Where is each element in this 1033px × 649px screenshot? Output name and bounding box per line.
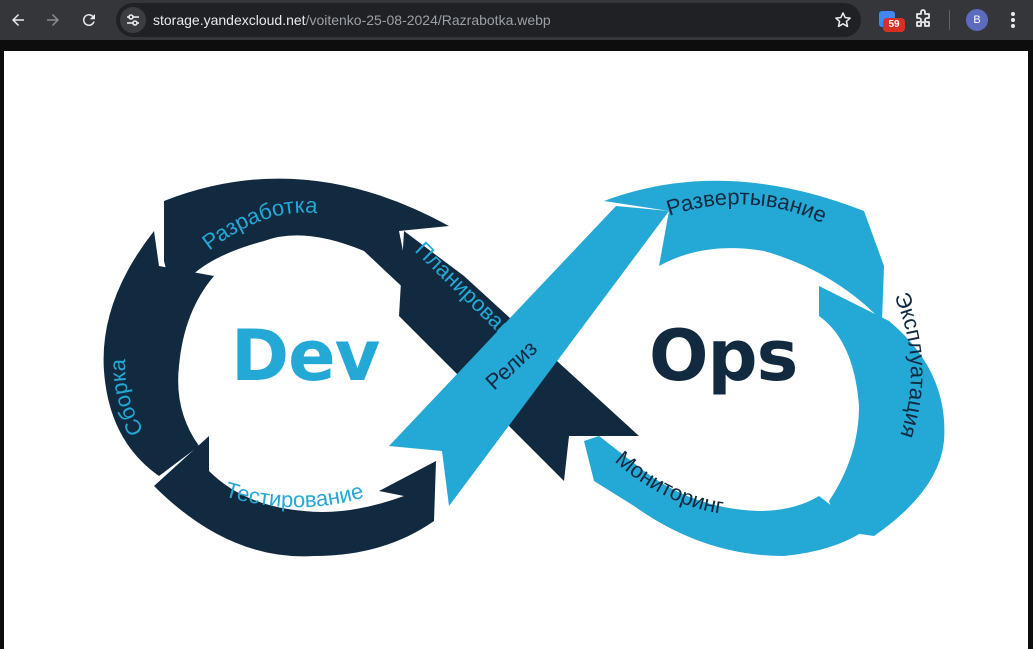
right-loop bbox=[389, 180, 945, 556]
back-button[interactable] bbox=[2, 4, 34, 36]
page-viewport: Разработка Сборка Тестирование Планирова… bbox=[0, 40, 1033, 649]
devops-infinity-image: Разработка Сборка Тестирование Планирова… bbox=[4, 51, 1028, 649]
operation-segment bbox=[819, 286, 945, 536]
address-bar[interactable]: storage.yandexcloud.net/voitenko-25-08-2… bbox=[116, 3, 861, 37]
devops-infinity-diagram: Разработка Сборка Тестирование Планирова… bbox=[103, 178, 945, 557]
forward-button[interactable] bbox=[37, 4, 69, 36]
development-segment bbox=[164, 178, 449, 301]
extension-badge: 59 bbox=[883, 18, 905, 32]
profile-avatar[interactable]: B bbox=[966, 9, 988, 31]
reload-icon bbox=[82, 14, 95, 27]
tune-icon bbox=[127, 14, 139, 26]
extensions-puzzle-icon[interactable] bbox=[911, 8, 935, 32]
site-info-button[interactable] bbox=[120, 7, 146, 33]
bookmark-star-icon[interactable] bbox=[833, 10, 853, 30]
extension-button[interactable]: 59 bbox=[876, 8, 905, 34]
reload-button[interactable] bbox=[73, 4, 105, 36]
toolbar-divider bbox=[949, 10, 950, 30]
arrow-left-icon bbox=[12, 14, 24, 26]
ops-word: Ops bbox=[649, 315, 798, 397]
url-path: /voitenko-25-08-2024/Razrabotka.webp bbox=[305, 12, 551, 28]
arrow-right-icon bbox=[47, 14, 59, 26]
url-host: storage.yandexcloud.net bbox=[153, 12, 306, 28]
testing-segment bbox=[154, 436, 436, 557]
release-segment bbox=[389, 206, 669, 506]
browser-toolbar: storage.yandexcloud.net/voitenko-25-08-2… bbox=[0, 0, 1033, 40]
build-segment bbox=[103, 231, 214, 476]
dev-word: Dev bbox=[231, 315, 380, 397]
deployment-segment bbox=[604, 180, 884, 321]
more-vert-icon[interactable] bbox=[1003, 8, 1023, 32]
monitoring-segment bbox=[584, 436, 864, 556]
url-text[interactable]: storage.yandexcloud.net/voitenko-25-08-2… bbox=[153, 3, 551, 37]
